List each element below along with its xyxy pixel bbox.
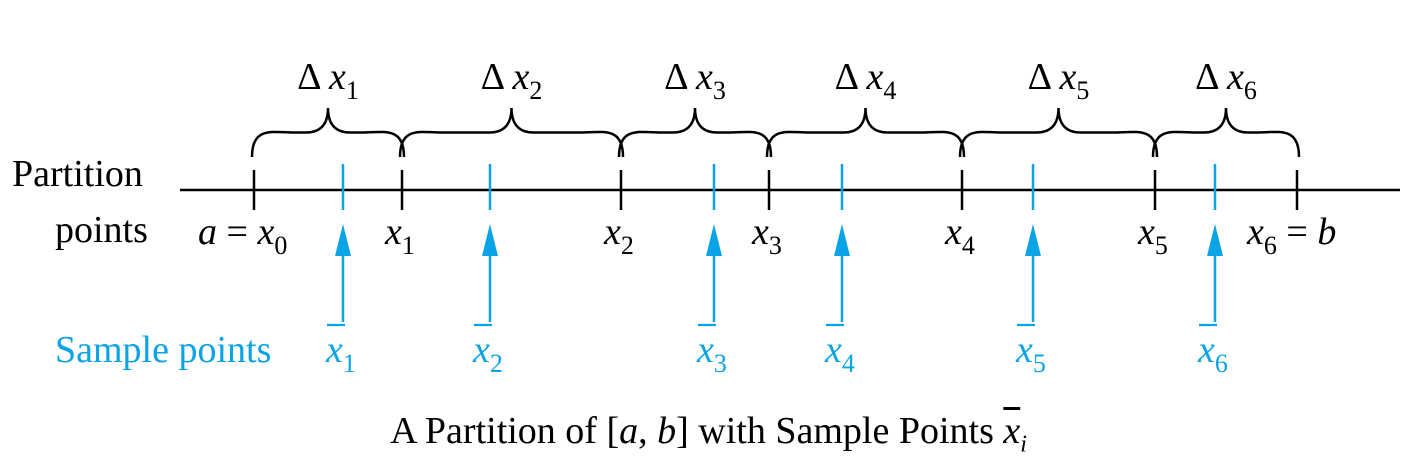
caption-text-before: A Partition of [ [390, 410, 620, 452]
sample-points-label: Sample points [55, 329, 272, 371]
partition-label: x6 = b [1246, 211, 1336, 260]
partition-label: x3 [751, 211, 782, 260]
caption-var-b: b [657, 410, 677, 452]
caption-var-a: a [619, 410, 639, 452]
partition-label: x5 [1137, 211, 1168, 260]
partition-label: x1 [384, 211, 415, 260]
interval-brace [1151, 107, 1301, 158]
sample-point-label: x5 [1015, 329, 1046, 378]
sample-point-label: x3 [696, 329, 727, 378]
sample-point-label: x6 [1197, 329, 1228, 378]
interval-width-label: Δ x1 [297, 56, 359, 105]
sample-point-label: x2 [472, 329, 503, 378]
partition-label: x2 [603, 211, 634, 260]
sample-arrow-head [482, 224, 498, 256]
interval-brace [250, 107, 406, 158]
interval-brace [765, 107, 966, 158]
interval-brace [398, 107, 625, 158]
sample-point-label: x4 [824, 329, 855, 378]
partition-label-line2: points [55, 209, 148, 251]
caption-xbar: x [1003, 410, 1021, 452]
sample-arrow-head [706, 224, 722, 256]
sample-point-label: x1 [325, 329, 356, 378]
sample-arrow-head [335, 224, 351, 256]
interval-width-label: Δ x3 [664, 56, 726, 105]
interval-brace [958, 107, 1159, 158]
caption-text-after: ] with Sample Points [676, 410, 1004, 452]
interval-width-label: Δ x4 [835, 56, 897, 105]
interval-width-label: Δ x6 [1195, 56, 1257, 105]
sample-arrow-head [1025, 224, 1041, 256]
caption-xbar-sub: i [1020, 431, 1027, 458]
interval-width-label: Δ x2 [481, 56, 543, 105]
partition-label: a = x0 [198, 211, 287, 260]
caption-comma: , [638, 410, 658, 452]
interval-width-label: Δ x5 [1028, 56, 1090, 105]
partition-label: x4 [944, 211, 975, 260]
interval-brace [617, 107, 773, 158]
partition-label-line1: Partition [12, 153, 143, 195]
sample-arrow-head [834, 224, 850, 256]
sample-arrow-head [1207, 224, 1223, 256]
figure-caption: A Partition of [a, b] with Sample Points… [0, 412, 1417, 457]
